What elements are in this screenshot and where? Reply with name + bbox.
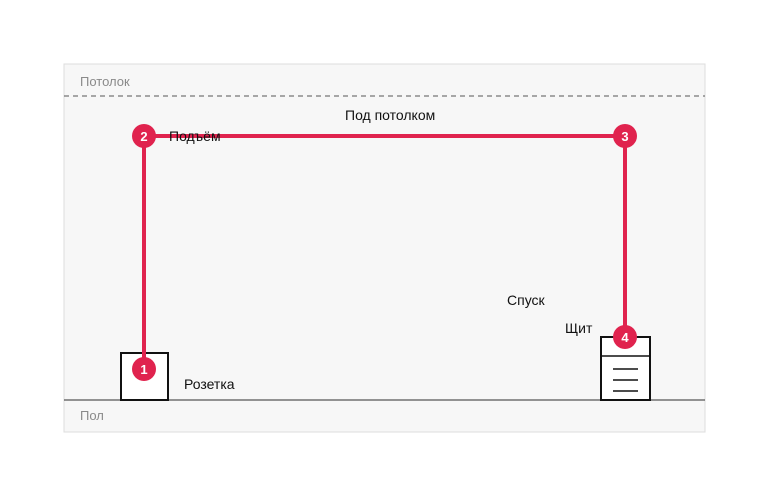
marker-3-number: 3 [621, 129, 628, 144]
marker-4: 4 [613, 325, 637, 349]
marker-1: 1 [132, 357, 156, 381]
rise-label: Подъём [169, 128, 221, 144]
panel-label: Щит [565, 320, 593, 336]
socket-label: Розетка [184, 376, 235, 392]
marker-2: 2 [132, 124, 156, 148]
floor-label: Пол [80, 408, 104, 423]
marker-2-number: 2 [140, 129, 147, 144]
room-area [63, 63, 706, 433]
marker-3: 3 [613, 124, 637, 148]
descent-label: Спуск [507, 292, 546, 308]
ceiling-label: Потолок [80, 74, 130, 89]
cable-route [142, 134, 627, 369]
marker-4-number: 4 [621, 330, 629, 345]
under-ceiling-label: Под потолком [345, 107, 435, 123]
marker-1-number: 1 [140, 362, 147, 377]
